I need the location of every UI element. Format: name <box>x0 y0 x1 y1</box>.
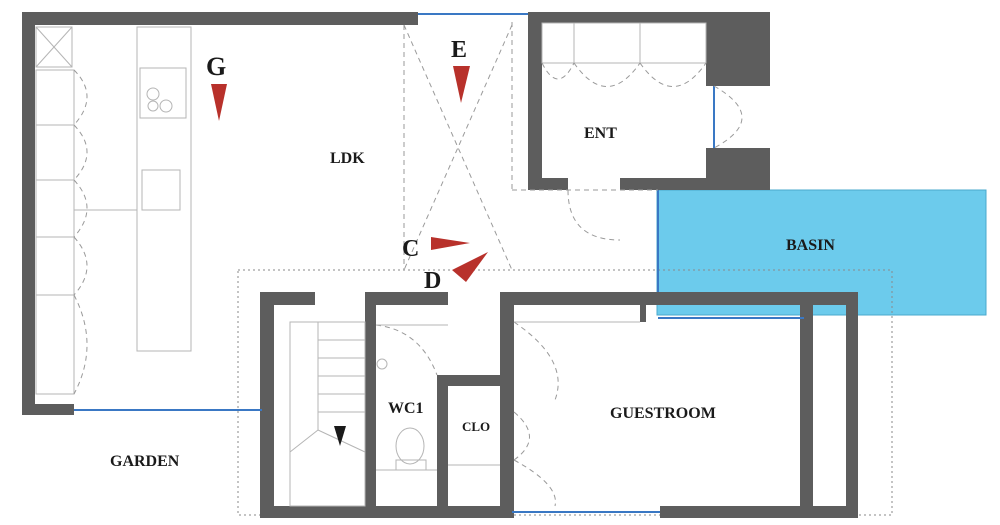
void-lines <box>403 22 658 271</box>
view-marker-d-arrow <box>452 252 488 282</box>
view-markers: G E C D <box>206 37 488 294</box>
room-label-garden: GARDEN <box>110 453 180 470</box>
room-label-ldk: LDK <box>330 150 365 167</box>
entrance-fixtures <box>541 22 743 241</box>
room-labels: LDK ENT BASIN WC1 CLO GUESTROOM GARDEN <box>110 125 835 470</box>
wc-fixtures <box>375 324 448 471</box>
room-label-ent: ENT <box>584 125 617 142</box>
kitchen-fixtures <box>35 26 192 395</box>
view-marker-e-arrow <box>453 66 470 103</box>
view-marker-g-arrow <box>211 84 227 121</box>
room-label-basin: BASIN <box>786 237 835 254</box>
guestroom-fixtures <box>448 321 640 507</box>
room-label-wc1: WC1 <box>388 400 424 417</box>
view-marker-c-arrow <box>431 237 470 250</box>
view-marker-g: G <box>206 52 226 81</box>
room-label-clo: CLO <box>462 419 490 434</box>
stair <box>289 321 366 507</box>
view-marker-d: D <box>424 268 441 294</box>
view-marker-e: E <box>451 37 467 63</box>
room-label-guestroom: GUESTROOM <box>610 405 716 422</box>
view-marker-c: C <box>402 236 419 262</box>
windows <box>74 13 804 513</box>
walls <box>22 12 858 518</box>
